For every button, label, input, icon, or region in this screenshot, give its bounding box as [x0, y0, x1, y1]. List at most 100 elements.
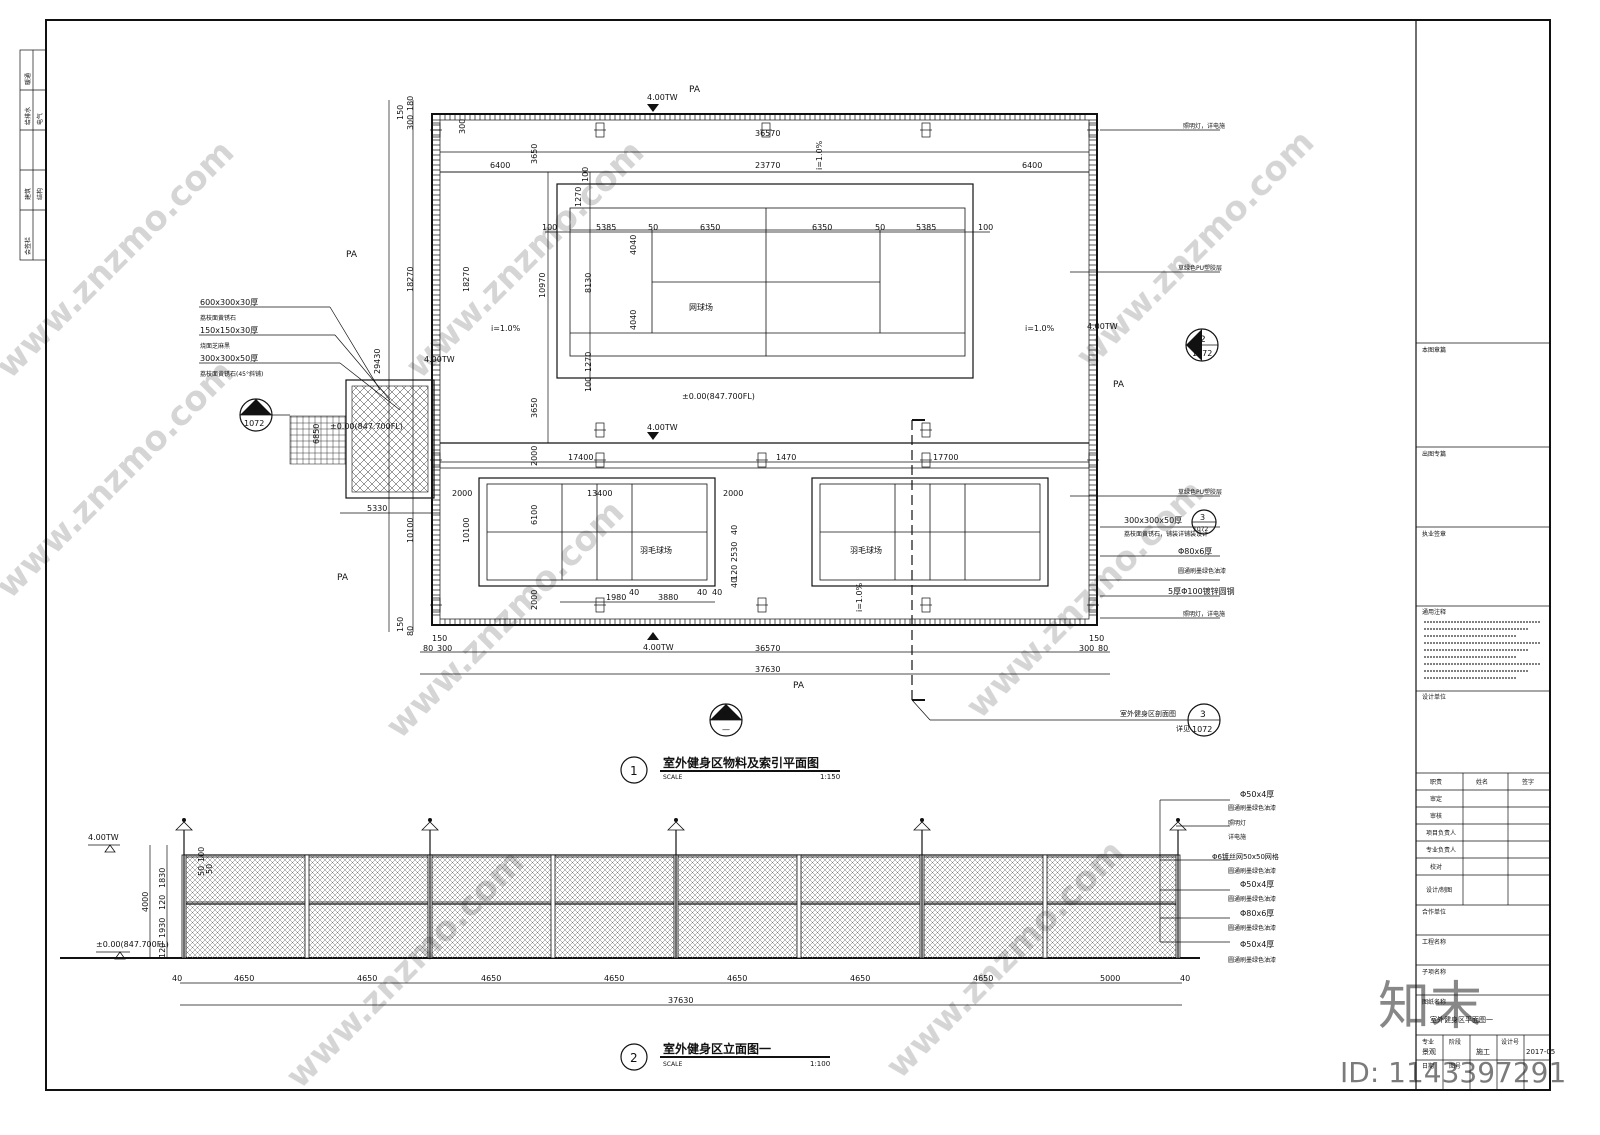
dim-text: 4650 [481, 974, 501, 983]
dim-text: 120 [158, 943, 167, 958]
watermark-brand: 知末 [1378, 977, 1482, 1037]
dim-text: 100 [581, 167, 590, 182]
fence-mesh-pattern [432, 114, 1097, 625]
pa-label: PA [689, 85, 701, 95]
elevation-title: 室外健身区立面图一 [663, 1041, 771, 1056]
lamp-finial [182, 818, 186, 822]
fence-post [550, 854, 556, 959]
strip-label: 电气 [36, 113, 44, 125]
dim-text: 80 [423, 644, 433, 653]
tb-label: 合作单位 [1422, 908, 1446, 916]
slope-text: i=1.0% [855, 582, 864, 612]
dim-text: 1930 [158, 918, 167, 938]
tb-bottom-label: 设计号 [1501, 1038, 1519, 1046]
note-text: 草绿色PU塑胶层 [1178, 488, 1222, 496]
dim-text: 100 [542, 223, 557, 232]
dim-text: 5000 [1100, 974, 1120, 983]
badminton-label: 羽毛球场 [850, 545, 882, 555]
callout-number: 3 [1200, 513, 1205, 522]
callout-sheet: 1072 [1193, 526, 1208, 533]
tb-label: 出图专篇 [1422, 450, 1446, 458]
strip-label: 建筑 [24, 188, 32, 200]
dim-text: 50 [205, 864, 214, 874]
dim-text: 5385 [596, 223, 616, 232]
dim-text: 4650 [727, 974, 747, 983]
tb-sheet-name: 室外健身区平面图一 [1430, 1015, 1493, 1024]
dim-text: 100 [978, 223, 993, 232]
tb-role: 审定 [1430, 795, 1442, 803]
note-text: Φ50x4厚 [1240, 880, 1274, 889]
dim-text: 6350 [812, 223, 832, 232]
dim-text: 40 [172, 974, 182, 983]
dim-text: 10100 [406, 518, 415, 543]
dim-text: 4650 [604, 974, 624, 983]
elevation-scale: 1:100 [810, 1060, 830, 1068]
note-text: 300x300x50厚 [1124, 516, 1182, 525]
tb-role: 审核 [1430, 812, 1442, 820]
dim-text: 4000 [141, 892, 150, 912]
lamp-head [421, 821, 439, 831]
level-text: 4.00TW [88, 833, 119, 842]
dim-text: 4650 [973, 974, 993, 983]
plan-scale: 1:150 [820, 773, 840, 781]
pa-label: PA [337, 573, 349, 583]
slope-text: i=1.0% [1025, 324, 1055, 333]
level-text: 4.00TW [647, 423, 678, 432]
note-text: Φ80x6厚 [1178, 547, 1212, 556]
fence-inner [439, 119, 1090, 620]
slope-text: i=1.0% [491, 324, 521, 333]
strip-label: 结构 [36, 188, 44, 200]
tb-role: 专业负责人 [1426, 846, 1456, 854]
dim-text: 150 [396, 105, 405, 120]
dim-text: 3880 [658, 593, 678, 602]
fence-post [1042, 854, 1048, 959]
level-triangle [647, 432, 659, 440]
dim-text: 6400 [490, 161, 510, 170]
dim-text: 300 [437, 644, 452, 653]
tb-label: 子项名称 [1422, 968, 1446, 976]
dim-text: 40 [712, 588, 722, 597]
dim-text: 50 [648, 223, 658, 232]
note-text: 照明灯 [1228, 819, 1246, 827]
dim-text: 6850 [312, 424, 321, 444]
fence-post [304, 854, 310, 959]
tb-bottom-value: 景观 [1422, 1048, 1436, 1056]
title-block: 本图章篇 出图专篇 执业签章 通用注释 设计单位 职责 姓名 签字 审定 审核 … [1416, 342, 1555, 1090]
tb-bottom-value: 2017-05 [1526, 1048, 1555, 1056]
dim-text: 36570 [755, 644, 780, 653]
dim-text: 10100 [462, 518, 471, 543]
note-text: 150x150x30厚 [200, 326, 258, 335]
note-text: 圆通刷墨绿色油漆 [1228, 867, 1276, 875]
dim-text: 17700 [933, 453, 958, 462]
lamp-finial [428, 818, 432, 822]
tb-bottom-label: 专业 [1422, 1038, 1434, 1046]
badminton-court-right: 羽毛球场 [811, 477, 1049, 587]
tb-head: 签字 [1522, 778, 1534, 786]
dim-text: 1270 [584, 352, 593, 372]
tb-label: 通用注释 [1422, 608, 1446, 616]
tb-role: 校对 [1430, 863, 1442, 871]
dim-text: 180 [406, 96, 415, 111]
fence-outer [431, 113, 1098, 626]
tb-bottom-label: 图号 [1449, 1063, 1461, 1070]
level-text: 4.00TW [424, 355, 455, 364]
left-signoff-strip: 会签栏 建筑 结构 给排水 电气 暖通 [19, 49, 47, 261]
note-text: 600x300x30厚 [200, 298, 258, 307]
badminton-label: 羽毛球场 [640, 545, 672, 555]
dim-text: 100 [197, 847, 206, 862]
dim-text: 1470 [776, 453, 796, 462]
plan-title-block: 1 室外健身区物料及索引平面图 SCALE 1:150 [620, 755, 840, 784]
plan-number: 1 [630, 764, 638, 778]
callout-number: 2 [722, 711, 728, 721]
tb-label: 执业签章 [1422, 530, 1446, 538]
level-triangle [114, 951, 126, 960]
dim-text: 40 [1180, 974, 1190, 983]
dim-text: 4650 [357, 974, 377, 983]
callout-sheet: 1072 [244, 419, 264, 428]
callout-number: 1 [252, 405, 258, 415]
note-text: 荔枝面黄锈石，铺装详铺装设计 [1124, 530, 1208, 538]
dim-text: 40 [730, 525, 739, 535]
dim-text: 300 [406, 115, 415, 130]
